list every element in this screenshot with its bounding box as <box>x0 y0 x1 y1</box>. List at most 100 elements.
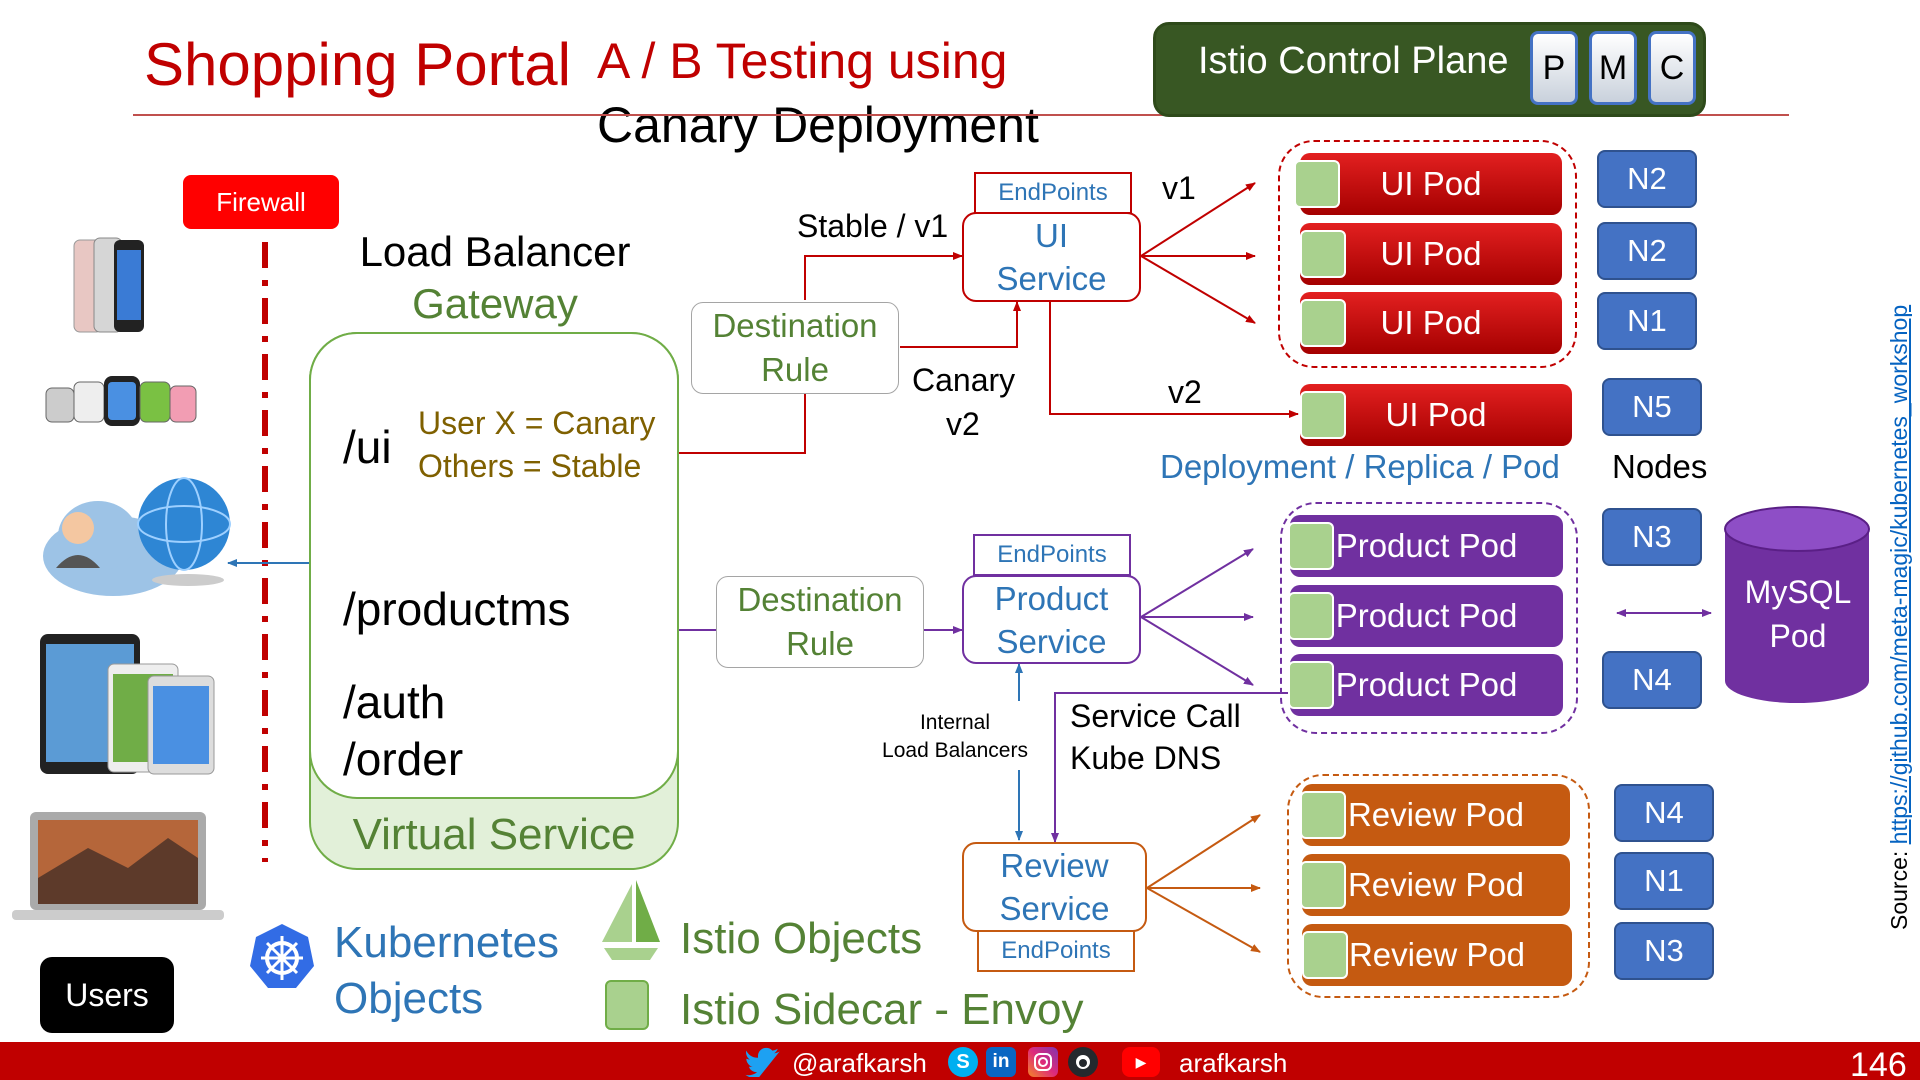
node-review-3: N3 <box>1614 922 1714 980</box>
product-pod-3: Product Pod <box>1290 654 1563 716</box>
stable-v1-label: Stable / v1 <box>797 208 949 244</box>
canary-v2-label: v2 <box>946 406 980 442</box>
route-order: /order <box>343 733 464 785</box>
destination-rule-ui-line2: Rule <box>761 351 829 388</box>
virtual-service-label: Virtual Service <box>352 810 636 859</box>
youtube-icon[interactable]: ▶ <box>1122 1047 1160 1077</box>
kube-dns-label: Kube DNS <box>1070 740 1222 776</box>
internal-lb-label: Internal Load Balancers <box>870 709 1040 765</box>
review-pod-group <box>1287 774 1590 998</box>
route-ui: /ui <box>343 421 392 473</box>
github-icon[interactable] <box>1068 1047 1098 1077</box>
deployment-replica-pod-label: Deployment / Replica / Pod <box>1160 448 1560 485</box>
review-service-line2: Service <box>999 890 1110 927</box>
destination-rule-ui-line1: Destination <box>712 307 878 344</box>
node-review-1: N4 <box>1614 784 1714 842</box>
ui-pod-1: UI Pod <box>1300 153 1562 215</box>
laptop-icon <box>12 812 224 920</box>
title-divider <box>133 114 1789 116</box>
destination-rule-ui: Destination Rule <box>691 302 899 394</box>
product-endpoints-box: EndPoints <box>973 534 1131 576</box>
destination-rule-product-line1: Destination <box>737 581 903 618</box>
product-pod-2-label: Product Pod <box>1335 597 1518 634</box>
linkedin-icon[interactable]: in <box>986 1047 1016 1077</box>
product-pod-3-label: Product Pod <box>1335 666 1518 703</box>
control-plane-key-citadel: C <box>1648 31 1696 105</box>
review-service-line1: Review <box>1000 847 1109 884</box>
node-review-2: N1 <box>1614 852 1714 910</box>
ui-pod-1-label: UI Pod <box>1380 165 1482 202</box>
page-number: 146 <box>1850 1046 1907 1080</box>
kubernetes-objects-line1: Kubernetes <box>334 918 560 967</box>
envoy-sidecar-review-2 <box>1300 861 1346 909</box>
instagram-icon[interactable] <box>1028 1047 1058 1077</box>
mysql-pod-label: MySQL Pod <box>1723 570 1873 658</box>
page-subtitle-line2: Canary Deployment <box>597 97 1039 153</box>
route-rule-stable: Others = Stable <box>418 448 642 484</box>
twitter-icon[interactable] <box>745 1047 781 1077</box>
control-plane-key-pilot: P <box>1530 31 1578 105</box>
route-auth: /auth <box>343 676 446 728</box>
envoy-sidecar-legend-swatch <box>605 980 649 1030</box>
mysql-pod-line1: MySQL <box>1744 574 1852 610</box>
ui-endpoints-box: EndPoints <box>974 172 1132 214</box>
gateway-label: Gateway <box>412 280 578 327</box>
ui-service-box: UI Service <box>962 212 1141 302</box>
v1-label: v1 <box>1162 170 1196 206</box>
ui-service-line1: UI <box>1035 217 1068 254</box>
kubernetes-objects-line2: Objects <box>334 974 484 1023</box>
control-plane-label: Istio Control Plane <box>1198 40 1509 82</box>
route-productms: /productms <box>343 583 571 635</box>
review-pod-1-label: Review Pod <box>1347 796 1525 833</box>
service-call-label: Service Call <box>1070 698 1241 734</box>
envoy-sidecar-ui-1 <box>1294 160 1340 208</box>
ui-pod-canary-label: UI Pod <box>1385 396 1487 433</box>
canary-label: Canary <box>912 362 1016 398</box>
istio-sail-icon <box>602 880 660 960</box>
envoy-sidecar-product-3 <box>1288 661 1334 709</box>
product-service-line2: Service <box>996 622 1107 660</box>
route-rule-canary: User X = Canary <box>418 405 656 441</box>
mysql-pod-line2: Pod <box>1769 618 1827 654</box>
skype-icon[interactable]: S <box>948 1047 978 1077</box>
page-title: Shopping Portal <box>144 31 571 98</box>
product-pod-1-label: Product Pod <box>1335 527 1518 564</box>
source-link[interactable]: https://github.com/meta-magic/kubernetes… <box>1886 304 1912 845</box>
node-ui-1: N2 <box>1597 150 1697 208</box>
envoy-sidecar-review-3 <box>1302 931 1348 979</box>
envoy-sidecar-ui-2 <box>1300 230 1346 278</box>
node-ui-2: N2 <box>1597 222 1697 280</box>
ui-pod-3-label: UI Pod <box>1380 304 1482 341</box>
smartphone-icon <box>73 237 144 333</box>
internal-lb-line1: Internal <box>919 711 991 734</box>
internal-lb-line2: Load Balancers <box>882 739 1028 762</box>
node-ui-3: N1 <box>1597 292 1697 350</box>
node-ui-canary: N5 <box>1602 378 1702 436</box>
load-balancer-label: Load Balancer <box>359 228 631 275</box>
review-pod-1: Review Pod <box>1302 784 1570 846</box>
product-pod-2: Product Pod <box>1290 585 1563 647</box>
envoy-sidecar-ui-canary <box>1300 391 1346 439</box>
footer-handle: @arafkarsh <box>792 1048 927 1078</box>
review-pod-3-label: Review Pod <box>1348 936 1526 973</box>
istio-objects-label: Istio Objects <box>680 914 923 963</box>
virtual-service-routes-panel <box>309 332 679 799</box>
smartwatch-icon <box>45 376 197 426</box>
product-service-box: Product Service <box>962 575 1141 664</box>
node-product-2: N4 <box>1602 651 1702 709</box>
destination-rule-product: Destination Rule <box>716 576 924 668</box>
envoy-sidecar-ui-3 <box>1300 299 1346 347</box>
nodes-label: Nodes <box>1612 448 1708 485</box>
review-pod-2-label: Review Pod <box>1347 866 1525 903</box>
product-pod-group <box>1280 502 1578 734</box>
kubernetes-helm-icon <box>250 924 314 988</box>
users-badge: Users <box>40 957 174 1033</box>
envoy-sidecar-product-2 <box>1288 592 1334 640</box>
envoy-sidecar-product-1 <box>1288 522 1334 570</box>
product-pod-1: Product Pod <box>1290 515 1563 577</box>
product-service-line1: Product <box>994 579 1109 617</box>
istio-sidecar-envoy-label: Istio Sidecar - Envoy <box>680 985 1084 1034</box>
source-prefix: Source: <box>1886 850 1912 930</box>
tablet-icon <box>40 634 215 775</box>
